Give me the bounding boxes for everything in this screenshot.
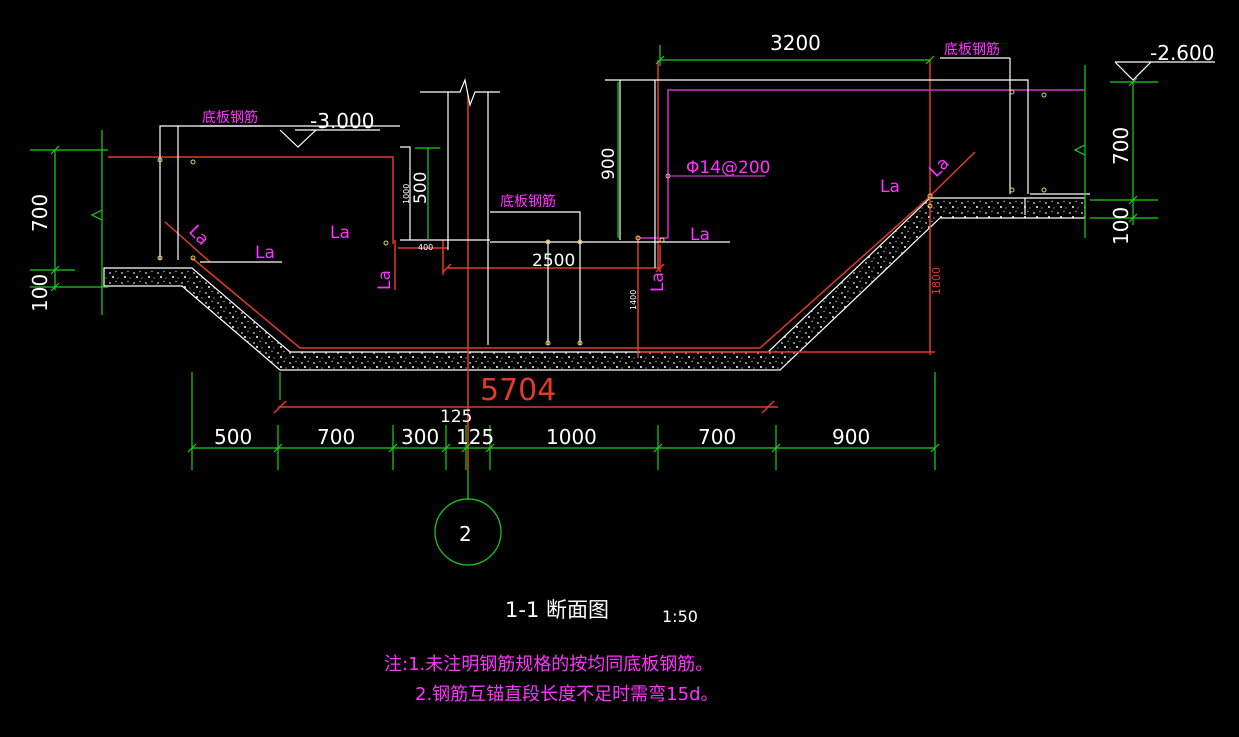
note-1: 注:1.未注明钢筋规格的按均同底板钢筋。	[384, 654, 713, 675]
label-la-7: La	[184, 221, 212, 249]
drawing-scale: 1:50	[662, 607, 698, 626]
dimension-lines	[30, 45, 1158, 566]
dim-top-span: 3200	[770, 31, 821, 55]
dim-right-slab: 100	[1109, 207, 1133, 245]
rebar-red	[108, 60, 976, 470]
dim-small-400: 400	[418, 243, 433, 252]
dim-offset-125: 125	[440, 407, 472, 427]
label-rebar-mid: 底板钢筋	[500, 193, 556, 210]
red-dimension-ticks	[273, 263, 775, 414]
rebar-dots	[157, 89, 1047, 346]
label-la-1: La	[255, 243, 275, 263]
chain-dim-2: 700	[317, 425, 355, 449]
chain-dim-1: 500	[214, 425, 252, 449]
dim-small-1400: 1400	[629, 290, 638, 310]
label-la-6: La	[648, 272, 668, 292]
label-rebar-right: 底板钢筋	[944, 41, 1000, 58]
grid-axis-label: 2	[459, 522, 472, 546]
label-la-2: La	[330, 223, 350, 243]
dimension-ticks	[50, 55, 1138, 453]
dim-mid-900: 900	[599, 148, 619, 180]
chain-dim-5: 1000	[546, 425, 597, 449]
chain-dim-7: 900	[832, 425, 870, 449]
dim-small-1000: 1000	[402, 184, 411, 204]
label-la-4: La	[880, 177, 900, 197]
label-bar-spec: Φ14@200	[686, 158, 770, 178]
chain-dim-6: 700	[698, 425, 736, 449]
level-left: -3.000	[310, 109, 374, 133]
wall-lines	[159, 57, 1215, 345]
dim-overall-5704: 5704	[480, 373, 556, 408]
label-rebar-left: 底板钢筋	[202, 109, 258, 126]
dim-mid-2500: 2500	[532, 251, 575, 271]
note-2: 2.钢筋互锚直段长度不足时需弯15d。	[415, 684, 719, 705]
chain-dim-3: 300	[401, 425, 439, 449]
drawing-title: 1-1 断面图	[505, 598, 609, 622]
dim-left-height: 700	[28, 194, 52, 232]
dim-left-slab: 100	[28, 274, 52, 312]
label-la-3: La	[690, 225, 710, 245]
bottom-dimension-chain: 500 700 300 125 1000 700 900	[214, 425, 870, 449]
level-right: -2.600	[1150, 41, 1214, 65]
label-la-5: La	[375, 270, 395, 290]
dim-depth-1800: 1800	[930, 267, 943, 295]
dim-mid-500: 500	[411, 172, 431, 204]
chain-dim-4: 125	[456, 425, 494, 449]
dim-right-height: 700	[1109, 127, 1133, 165]
